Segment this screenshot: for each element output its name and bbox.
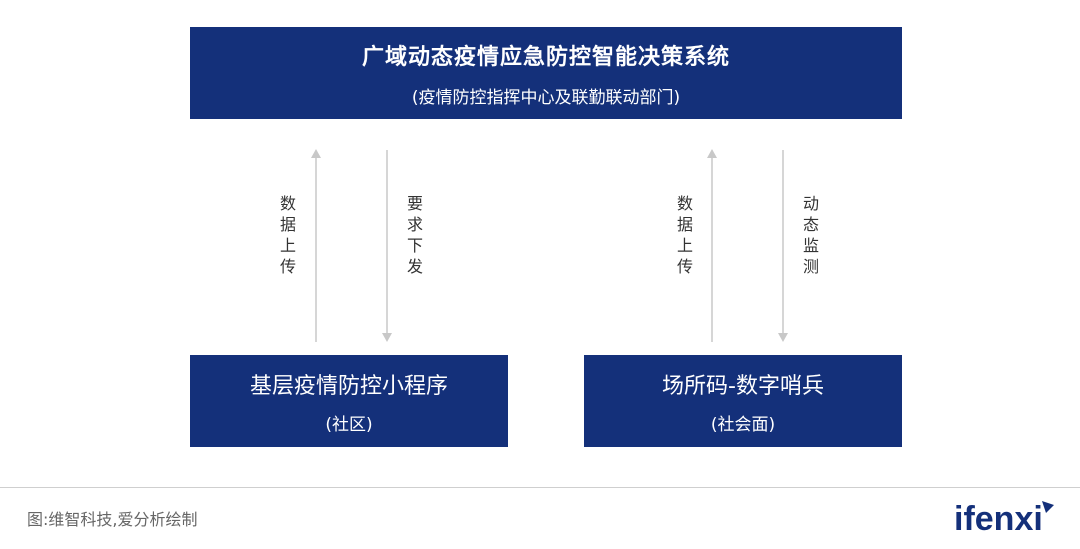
venue-code-title: 场所码-数字哨兵 bbox=[662, 373, 824, 399]
left-upload-label: 数据上传 bbox=[279, 194, 296, 276]
decision-system-box: 广域动态疫情应急防控智能决策系统 (疫情防控指挥中心及联勤联动部门) bbox=[190, 27, 902, 119]
community-app-title: 基层疫情防控小程序 bbox=[249, 373, 448, 399]
left-dispatch-label: 要求下发 bbox=[406, 194, 423, 276]
decision-system-subtitle: (疫情防控指挥中心及联勤联动部门) bbox=[411, 87, 681, 108]
left-down-arrow bbox=[382, 150, 392, 342]
decision-system-title: 广域动态疫情应急防控智能决策系统 bbox=[361, 44, 730, 70]
community-app-box: 基层疫情防控小程序 (社区) bbox=[190, 355, 508, 447]
right-upload-label: 数据上传 bbox=[676, 194, 693, 276]
right-up-arrow bbox=[707, 149, 717, 342]
ifenxi-logo: ifenxi bbox=[954, 500, 1043, 538]
logo-arrow-icon bbox=[1042, 501, 1054, 513]
venue-code-subtitle: (社会面) bbox=[710, 414, 776, 435]
right-monitor-label: 动态监测 bbox=[802, 194, 819, 276]
footer-divider bbox=[0, 487, 1080, 488]
venue-code-box: 场所码-数字哨兵 (社会面) bbox=[584, 355, 902, 447]
source-caption: 图:维智科技,爱分析绘制 bbox=[27, 510, 198, 529]
left-up-arrow bbox=[311, 149, 321, 342]
right-down-arrow bbox=[778, 150, 788, 342]
community-app-subtitle: (社区) bbox=[325, 414, 373, 435]
